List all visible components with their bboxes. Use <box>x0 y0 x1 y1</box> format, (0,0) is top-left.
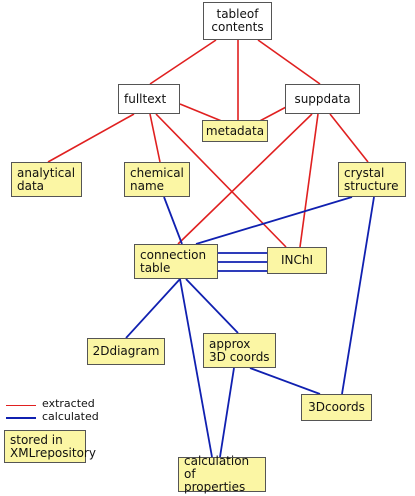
node-inchi: INChI <box>267 247 327 274</box>
node-analytical-data: analytical data <box>11 162 82 197</box>
node-calculation-of-properties: calculation of properties <box>178 455 266 494</box>
edge-calculated-conntable-diagram2d <box>125 278 181 339</box>
edge-calculated-chemical-conntable <box>163 196 183 245</box>
node-table-of-contents: tableof contents <box>203 2 272 40</box>
edge-extracted-toc-fulltext <box>149 39 217 85</box>
edge-extracted-suppdata-conntable <box>177 113 313 245</box>
legend-extracted-line <box>6 405 36 406</box>
node-suppdata: suppdata <box>285 84 360 114</box>
node-metadata: metadata <box>202 120 268 142</box>
legend-calculated-label: calculated <box>42 410 99 423</box>
edge-extracted-fulltext-chemical <box>149 113 161 163</box>
node-fulltext: fulltext <box>118 84 180 114</box>
node-2d-diagram: 2Ddiagram <box>87 338 165 365</box>
legend-calculated-line <box>6 417 36 419</box>
edge-calculated-conntable-calc <box>179 278 213 458</box>
edge-extracted-fulltext-metadata <box>179 103 225 123</box>
legend-stored-in-repository: stored in XMLrepository <box>4 430 96 463</box>
edge-calculated-conntable-approx3d <box>185 278 239 334</box>
node-3d-coords: 3Dcoords <box>301 394 372 421</box>
node-approx-3d-coords: approx 3D coords <box>203 333 276 368</box>
node-crystal-structure: crystal structure <box>338 162 406 197</box>
edge-calculated-approx3d-calc <box>219 367 235 458</box>
node-connection-table: connection table <box>134 244 218 279</box>
edge-extracted-fulltext-analytical <box>47 113 135 163</box>
edge-calculated-approx3d-coords3d <box>249 367 321 395</box>
edge-calculated-crystal-coords3d <box>341 196 375 395</box>
edge-extracted-suppdata-crystal <box>329 113 369 163</box>
node-chemical-name: chemical name <box>124 162 190 197</box>
edge-extracted-toc-suppdata <box>257 39 321 85</box>
legend-extracted-label: extracted <box>42 397 95 410</box>
edge-extracted-suppdata-inchi <box>299 113 319 248</box>
edge-calculated-crystal-conntable <box>195 196 353 245</box>
edge-extracted-fulltext-inchi <box>155 113 287 248</box>
